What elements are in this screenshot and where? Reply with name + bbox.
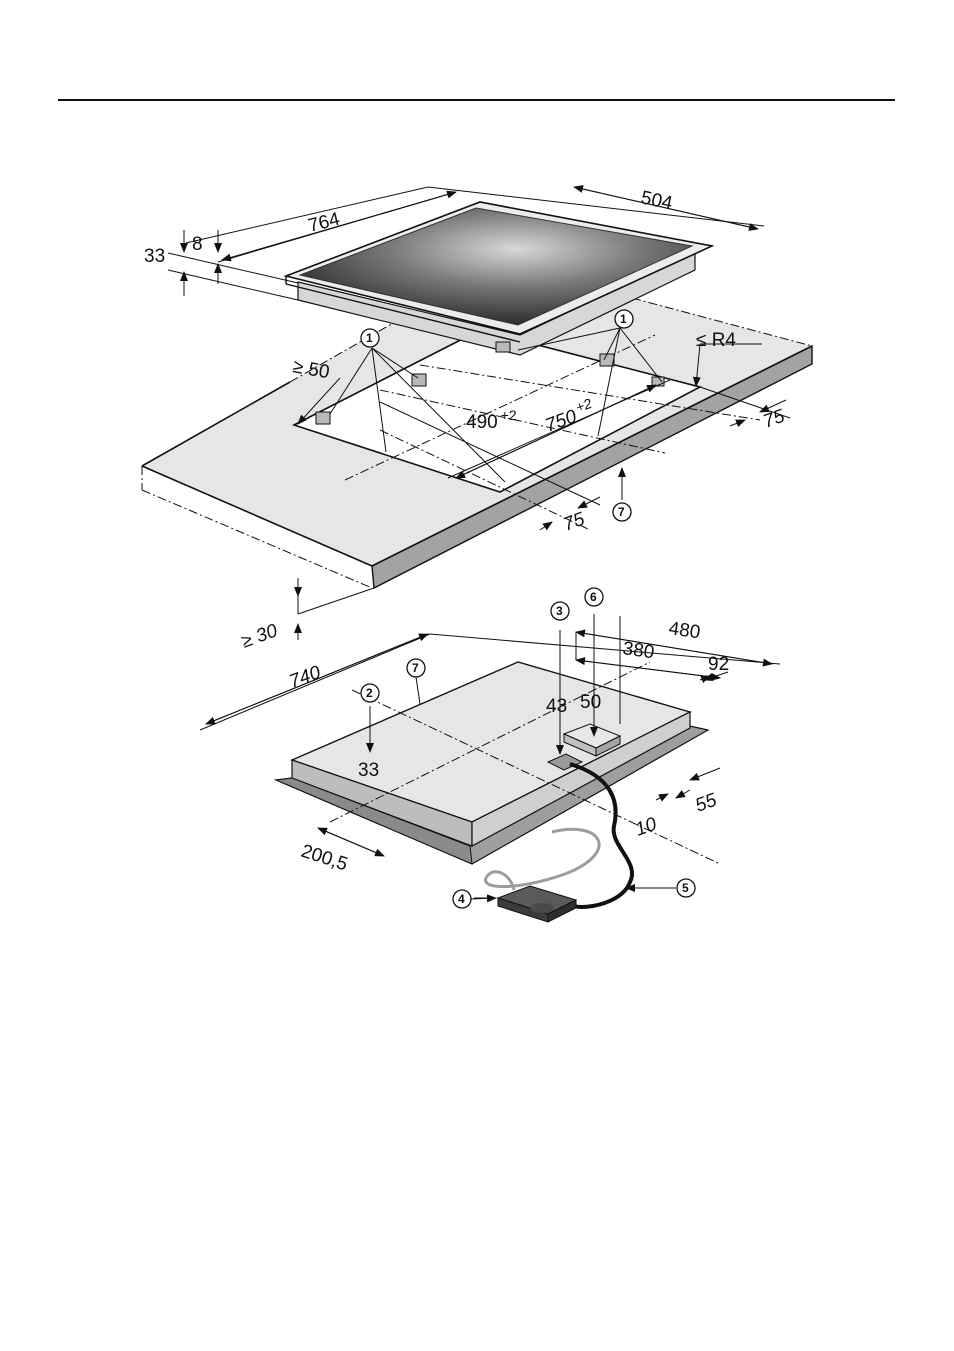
dim-base-43: 43 [546,696,567,717]
dim-cutout-depth-value: 490 [466,412,498,433]
callout-1-right-label: 1 [620,312,627,326]
dim-height-33: 33 [144,246,165,267]
dim-worktop-thickness: ≥ 30 [239,620,281,652]
callout-5: 5 [677,879,695,897]
callout-7-top-label: 7 [618,505,625,519]
callout-4: 4 [453,890,496,908]
callout-5-label: 5 [682,881,689,895]
callout-2-label: 2 [366,686,373,700]
dim-width-764: 764 [306,209,342,237]
callout-7-top: 7 [613,503,631,521]
callout-1-left: 1 [361,329,379,347]
dim-cutout-depth-tol: +2 [501,407,517,423]
dim-base-10: 10 [633,814,660,841]
callout-1-right: 1 [615,310,633,328]
callout-2: 2 [361,684,379,702]
dim-depth-504: 504 [639,187,675,214]
dim-radius-r4: ≤ R4 [696,330,736,351]
callout-3: 3 [551,602,569,620]
dim-base-380: 380 [621,638,655,663]
callout-4-label: 4 [458,892,465,906]
dim-base-depth-480: 480 [667,618,701,643]
callout-1-left-label: 1 [366,331,373,345]
dim-base-50: 50 [580,692,601,713]
callout-7-bottom-label: 7 [412,661,419,675]
callout-7-bottom: 7 [407,659,425,704]
dim-base-55: 55 [693,790,720,817]
callout-3-label: 3 [556,604,563,618]
dim-base-33: 33 [358,760,379,781]
callout-6: 6 [585,588,603,606]
dim-frame-8: 8 [192,234,203,255]
dim-margin-front-75: 75 [561,509,588,536]
dim-base-200-5: 200,5 [298,841,350,876]
callout-6-label: 6 [590,590,597,604]
dim-base-92: 92 [708,654,729,675]
dim-base-width-740: 740 [287,662,324,693]
control-unit [498,886,576,922]
